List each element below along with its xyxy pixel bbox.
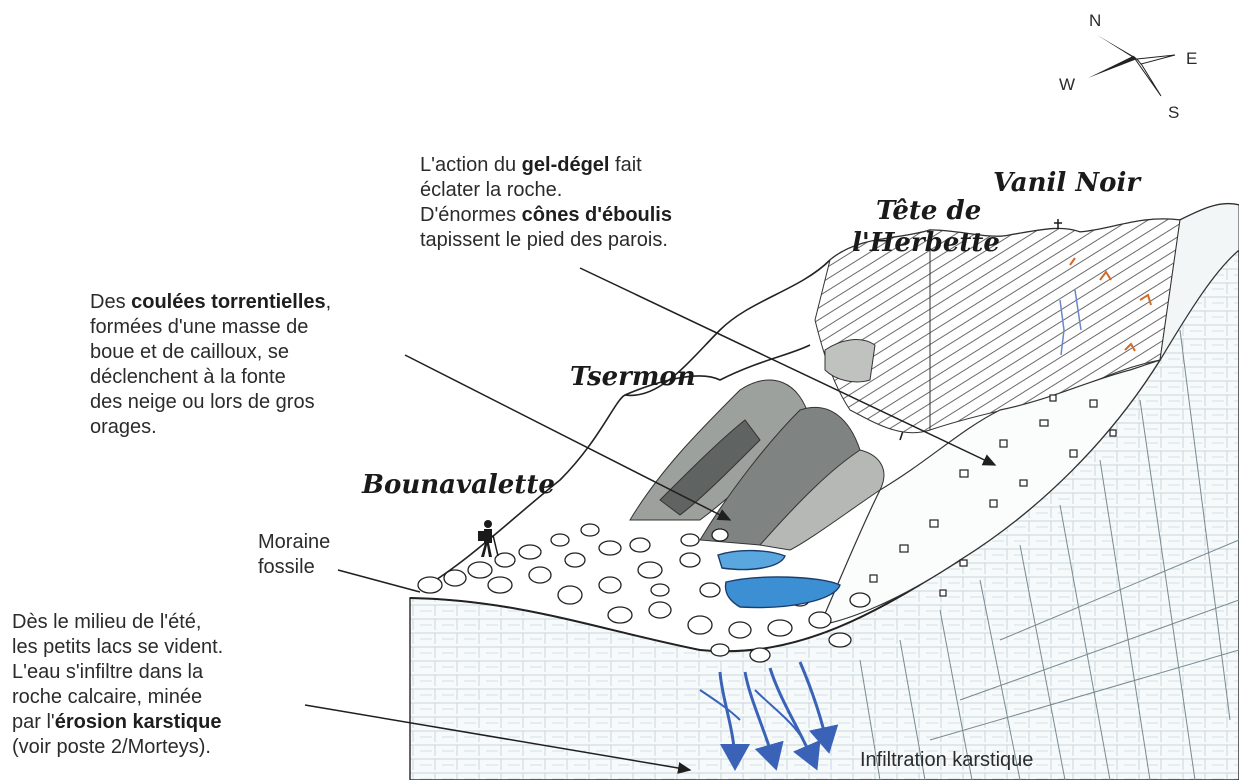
annotation-infiltration-karstique: Infiltration karstique bbox=[860, 748, 1033, 773]
hiker-figure bbox=[478, 520, 498, 557]
annotation-coulees-torrentielles: Des coulées torrentielles, formées d'une… bbox=[90, 290, 331, 440]
compass-e: E bbox=[1186, 49, 1197, 68]
compass-rose-icon: N E W S bbox=[1059, 11, 1197, 122]
peak-vanil-noir: Vanil Noir bbox=[993, 168, 1140, 198]
leader-moraine bbox=[338, 570, 420, 592]
peak-tete-de-lherbette-2: l'Herbette bbox=[852, 228, 1000, 258]
compass-w: W bbox=[1059, 75, 1075, 94]
annotation-moraine-fossile: Moraine fossile bbox=[258, 530, 330, 580]
summit-marker-icon bbox=[1054, 219, 1062, 229]
peak-bounavalette: Bounavalette bbox=[362, 470, 555, 500]
compass-s: S bbox=[1168, 103, 1179, 122]
small-lakes bbox=[718, 551, 840, 608]
compass-n: N bbox=[1089, 11, 1101, 30]
peak-tsermon: Tsermon bbox=[570, 362, 696, 392]
peak-tete-de-lherbette-1: Tête de bbox=[876, 196, 981, 226]
annotation-lacs: Dès le milieu de l'été, les petits lacs … bbox=[12, 610, 223, 760]
annotation-gel-degel: L'action du gel-dégel fait éclater la ro… bbox=[420, 153, 672, 253]
